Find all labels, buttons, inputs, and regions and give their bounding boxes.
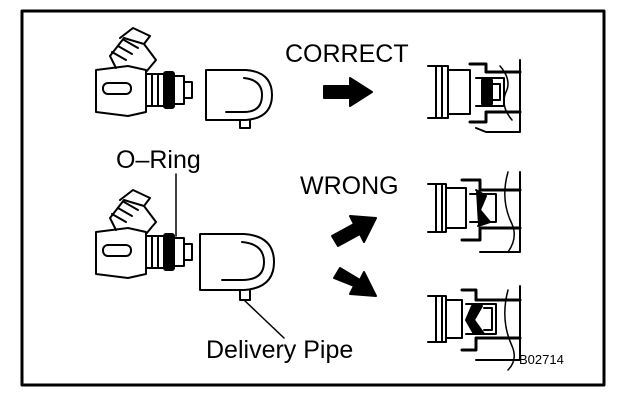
- injector-top: [95, 27, 193, 117]
- arrow-wrong-upper: [331, 215, 377, 247]
- injector-bottom: [95, 189, 193, 279]
- label-wrong: WRONG: [300, 172, 399, 200]
- arrow-correct: [323, 77, 373, 107]
- delivery-pipe-top: [205, 69, 273, 129]
- label-delivery-pipe: Delivery Pipe: [206, 336, 354, 364]
- figure-code: B02714: [519, 352, 564, 367]
- figure-border: [20, 9, 606, 387]
- label-o-ring: O–Ring: [116, 146, 201, 174]
- arrow-wrong-lower: [333, 267, 377, 297]
- result-wrong-lower: [427, 285, 522, 371]
- result-correct: [427, 59, 522, 133]
- label-correct: CORRECT: [285, 40, 409, 68]
- result-wrong-upper: [427, 171, 522, 253]
- delivery-pipe-leader-line: [243, 299, 285, 339]
- delivery-pipe-bottom: [199, 233, 275, 301]
